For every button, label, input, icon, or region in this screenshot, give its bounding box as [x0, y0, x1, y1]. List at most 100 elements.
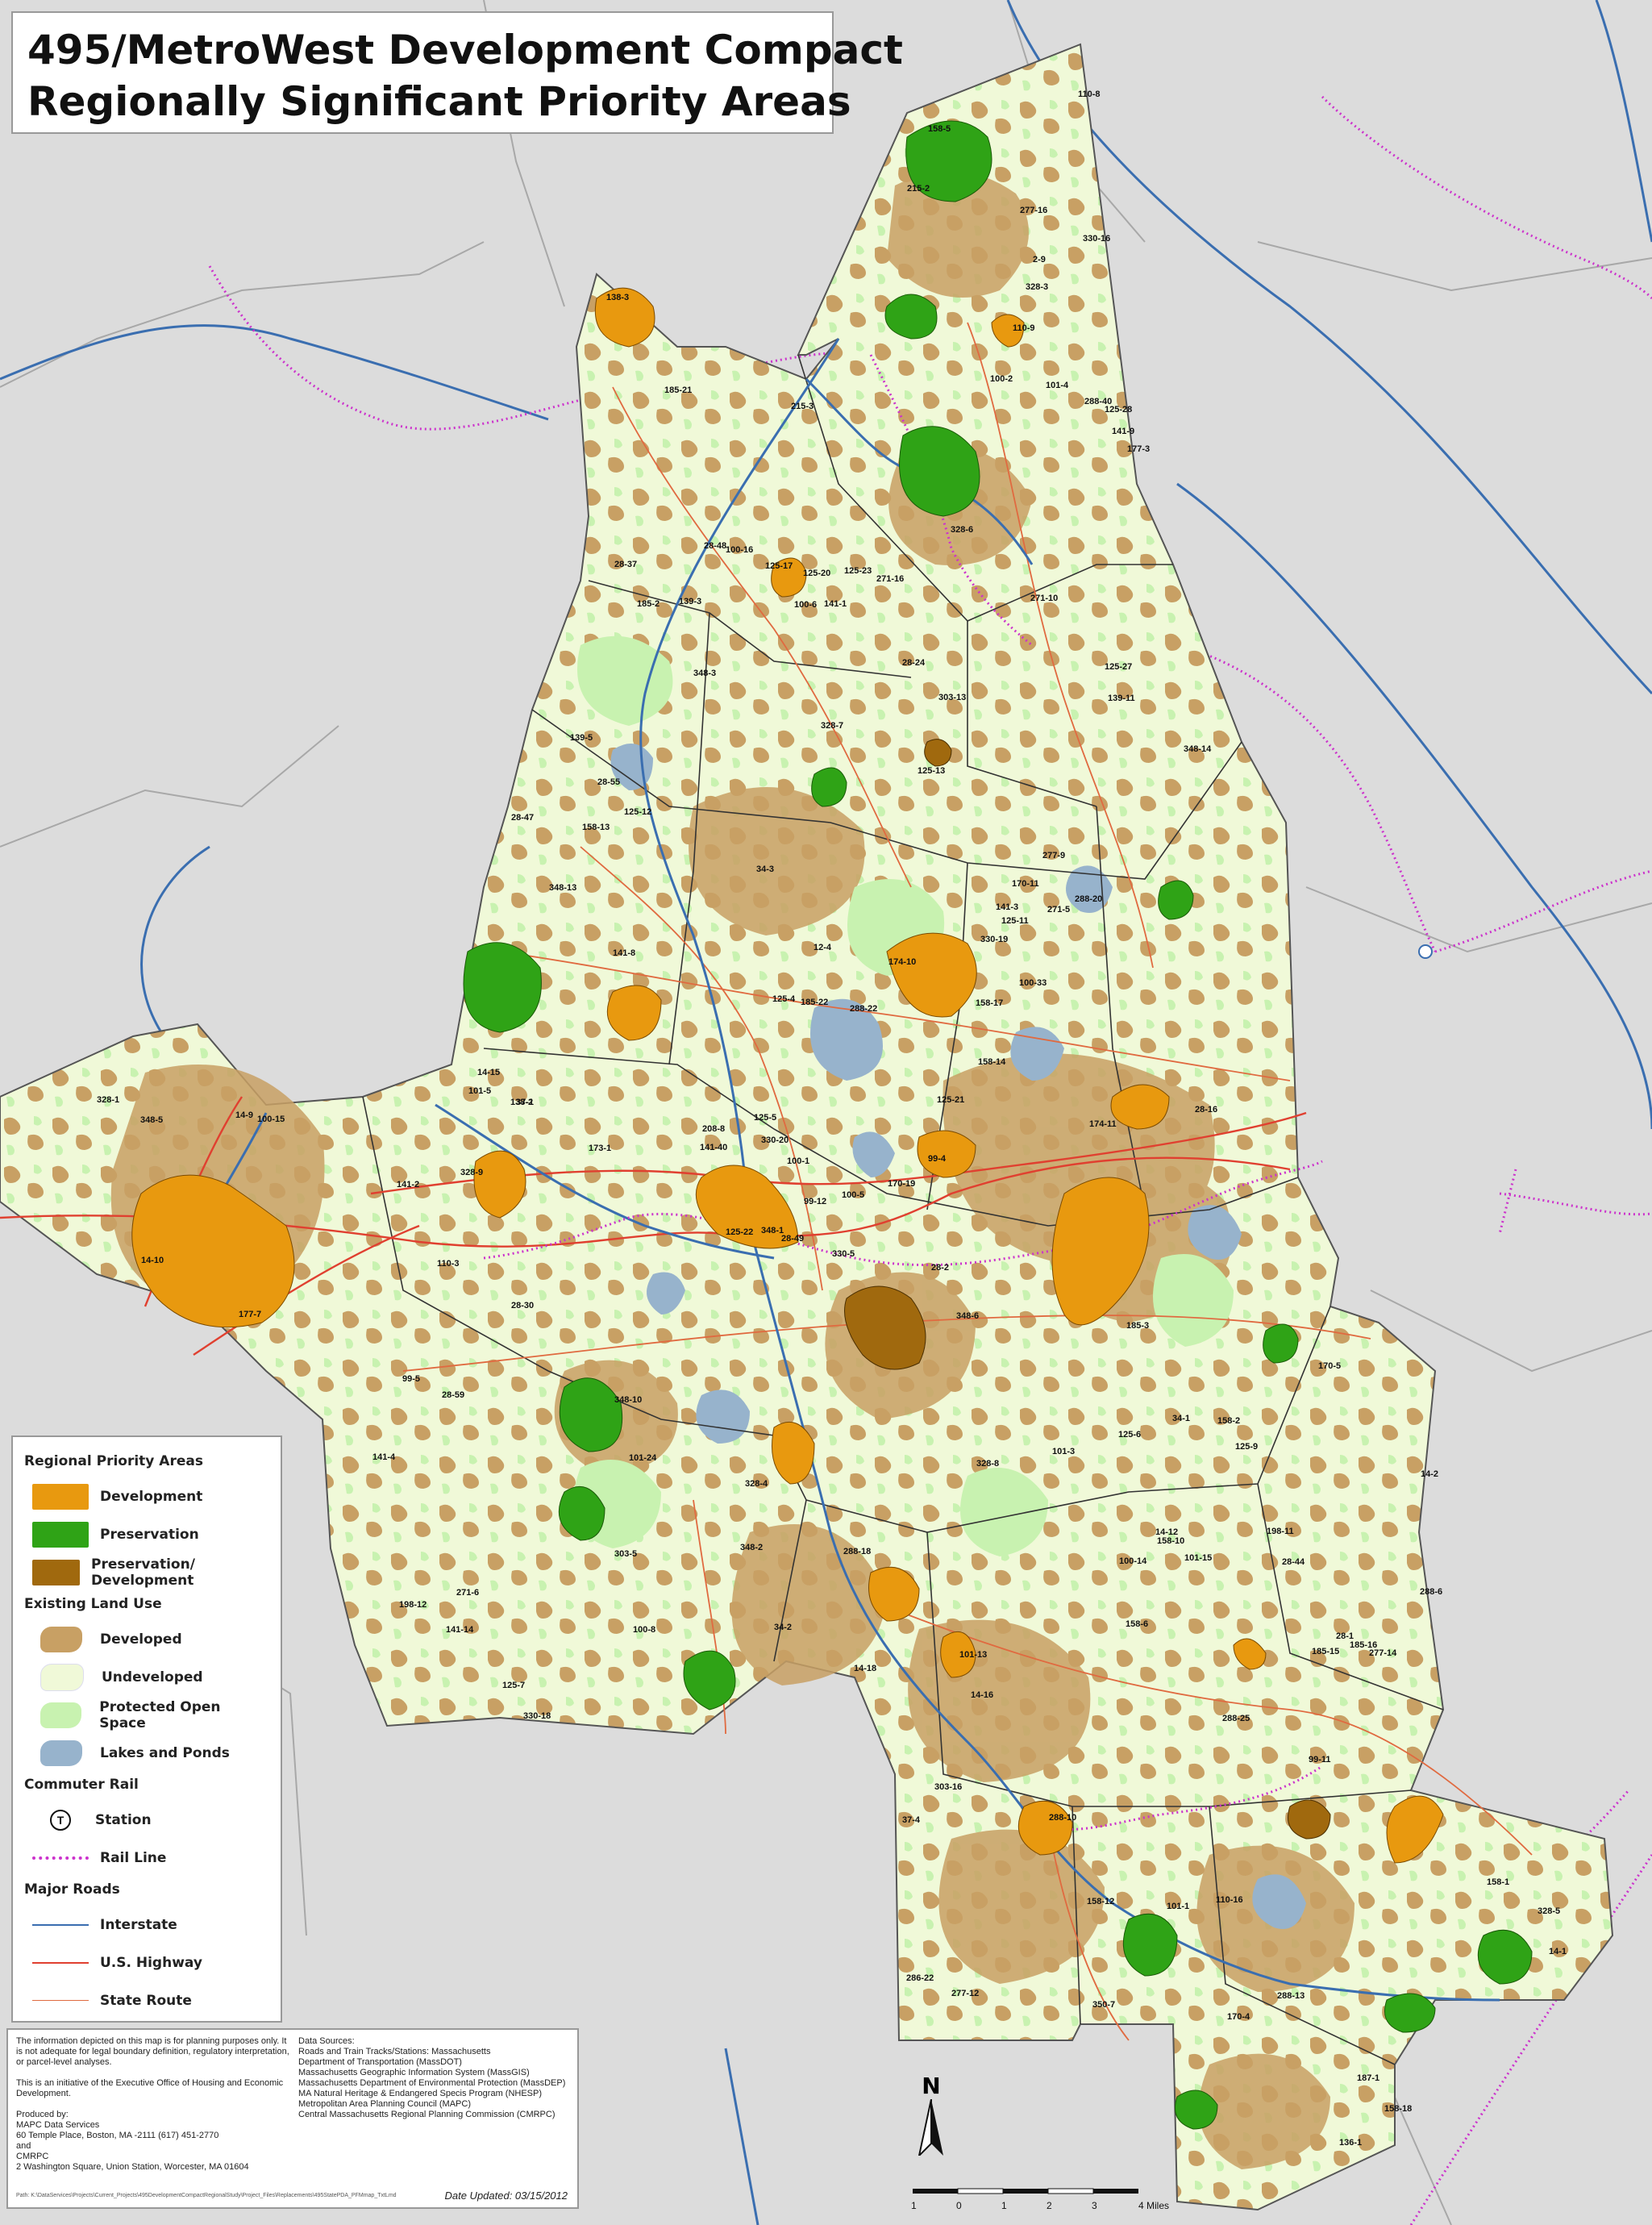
- area-label: 277-14: [1369, 1648, 1397, 1658]
- area-label: 271-16: [876, 574, 904, 584]
- area-label: 125-21: [937, 1095, 964, 1105]
- area-label: 271-6: [456, 1588, 479, 1598]
- area-label: 138-3: [606, 293, 629, 302]
- area-label: 330-16: [1083, 234, 1110, 244]
- area-label: 14-2: [1421, 1469, 1438, 1479]
- interstate-swatch: [32, 1923, 89, 1926]
- area-label: 28-49: [781, 1234, 804, 1244]
- area-label: 141-1: [824, 599, 847, 609]
- priority-area-development: [695, 1165, 799, 1249]
- area-label: 328-3: [1026, 282, 1048, 292]
- legend-item-station: T Station: [24, 1801, 269, 1839]
- area-label: 28-47: [511, 813, 534, 823]
- area-label: 158-2: [1217, 1416, 1240, 1426]
- legend-item-developed: Developed: [24, 1620, 269, 1658]
- scale-tick-label: 0: [956, 2200, 962, 2211]
- area-label: 328-6: [951, 525, 973, 535]
- area-label: 348-2: [740, 1543, 763, 1552]
- legend-item-state-route: State Route: [24, 1981, 269, 2019]
- area-label: 141-8: [613, 948, 635, 958]
- area-label: 328-9: [460, 1168, 483, 1177]
- area-label: 101-5: [468, 1086, 491, 1096]
- legend-label: State Route: [100, 1992, 192, 2009]
- scale-bar-graphic: [913, 2188, 1138, 2194]
- priority-area-development: [1051, 1177, 1150, 1326]
- legend-label: Interstate: [100, 1916, 177, 1933]
- lakes-and-ponds: [610, 744, 1306, 1929]
- area-label: 100-16: [726, 545, 753, 555]
- area-label: 286-22: [906, 1973, 934, 1983]
- area-label: 215-2: [907, 184, 930, 194]
- area-label: 328-4: [745, 1479, 768, 1489]
- area-label: 141-40: [700, 1143, 727, 1152]
- area-label: 141-4: [372, 1452, 396, 1462]
- priority-area-development: [606, 985, 662, 1041]
- study-region[interactable]: [0, 43, 1614, 2211]
- rail-line-inside: [483, 354, 1323, 1831]
- area-label: 303-13: [938, 693, 966, 702]
- undeveloped-swatch: [40, 1663, 84, 1691]
- preservation-development-areas[interactable]: [844, 739, 1331, 1840]
- priority-area-preservation: [463, 942, 542, 1033]
- area-label: 28-16: [1195, 1105, 1217, 1115]
- area-label: 99-5: [402, 1374, 420, 1384]
- preservation-priority-areas[interactable]: [463, 120, 1533, 2130]
- area-label: 303-5: [614, 1549, 637, 1559]
- area-label: 158-18: [1384, 2104, 1412, 2114]
- preservation-swatch: [32, 1521, 89, 1548]
- area-label: 158-10: [1157, 1536, 1184, 1546]
- area-label: 141-14: [446, 1625, 474, 1635]
- area-label: 288-22: [850, 1004, 877, 1014]
- area-label: 100-15: [257, 1115, 285, 1124]
- map-notes-box: The information depicted on this map is …: [6, 2028, 579, 2209]
- area-label: 174-11: [1089, 1119, 1117, 1129]
- area-label: 348-14: [1184, 744, 1212, 754]
- area-label: 288-13: [1277, 1991, 1305, 2001]
- area-label: 34-3: [756, 865, 774, 874]
- area-label: 288-40: [1084, 397, 1112, 406]
- us-highway-swatch: [32, 1961, 89, 1964]
- area-label: 12-4: [814, 943, 832, 952]
- priority-area-preservation: [884, 294, 938, 340]
- area-label: 328-5: [1538, 1906, 1560, 1916]
- data-sources-text: Data Sources: Roads and Train Tracks/Sta…: [298, 2036, 566, 2119]
- area-label: 101-4: [1046, 381, 1069, 390]
- area-label: 330-18: [523, 1711, 551, 1721]
- area-label: 101-3: [1052, 1447, 1075, 1456]
- area-label: 173-1: [589, 1144, 611, 1153]
- scale-tick-label: 3: [1092, 2200, 1097, 2211]
- area-label: 100-5: [842, 1190, 864, 1200]
- station-marker[interactable]: [1418, 944, 1433, 959]
- area-label: 110-9: [1013, 323, 1035, 333]
- area-label: 141-2: [397, 1180, 419, 1190]
- legend-heading-regional: Regional Priority Areas: [24, 1453, 203, 1469]
- priority-area-preservation: [1175, 2090, 1218, 2130]
- rail-lines-outside: [208, 95, 1652, 2225]
- area-label: 158-1: [1487, 1877, 1509, 1887]
- legend-heading-land-use: Existing Land Use: [24, 1596, 162, 1612]
- legend-label: Developed: [100, 1631, 182, 1648]
- area-label: 348-5: [140, 1115, 163, 1125]
- priority-area-preservation: [1263, 1323, 1299, 1364]
- priority-area-preservation: [811, 767, 847, 807]
- development-priority-areas[interactable]: [131, 287, 1444, 1864]
- state-route-swatch: [32, 2000, 89, 2001]
- area-label: 125-9: [1235, 1442, 1258, 1452]
- area-label: 303-16: [934, 1782, 962, 1792]
- area-label: 158-13: [582, 823, 610, 832]
- area-label: 170-19: [888, 1179, 915, 1189]
- area-label: 288-20: [1075, 894, 1102, 904]
- area-label: 328-8: [976, 1459, 999, 1469]
- priority-area-preservation-development: [924, 739, 952, 767]
- area-label: 14-12: [1155, 1527, 1178, 1537]
- area-label: 277-12: [951, 1989, 979, 1998]
- area-label: 14-18: [854, 1664, 876, 1673]
- area-label: 28-44: [1282, 1557, 1305, 1567]
- legend-item-us-highway: U.S. Highway: [24, 1944, 269, 1981]
- area-label: 14-16: [971, 1690, 993, 1700]
- area-label: 99-11: [1309, 1755, 1331, 1765]
- area-label: 177-7: [239, 1310, 261, 1319]
- priority-area-preservation-development: [844, 1285, 926, 1370]
